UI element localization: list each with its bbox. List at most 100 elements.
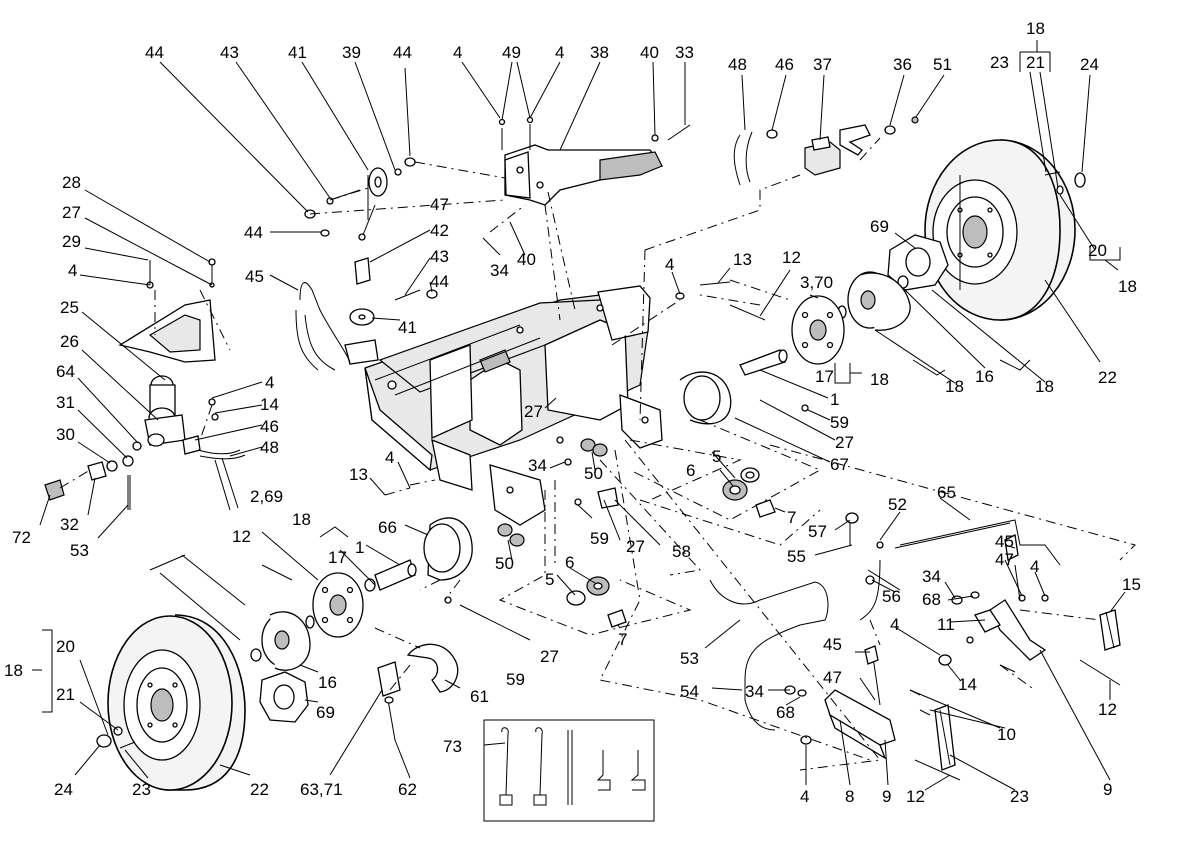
callout-21: 21	[56, 685, 75, 704]
callout-55: 55	[787, 547, 806, 566]
callout-50: 50	[495, 554, 514, 573]
callout-45: 45	[245, 267, 264, 286]
callout-39: 39	[342, 43, 361, 62]
callout-40: 40	[517, 250, 536, 269]
callout-43: 43	[430, 247, 449, 266]
callout-66: 66	[378, 518, 397, 537]
callout-38: 38	[590, 43, 609, 62]
bearing-set-right	[566, 467, 776, 628]
left-wheel-22	[96, 614, 309, 791]
callout-5: 5	[545, 570, 554, 589]
callout-45: 45	[823, 635, 842, 654]
springs-kit-73	[483, 719, 655, 822]
callout-12: 12	[782, 248, 801, 267]
callout-47: 47	[995, 550, 1014, 569]
callout-36: 36	[893, 55, 912, 74]
callout-56: 56	[882, 587, 901, 606]
callout-57: 57	[808, 522, 827, 541]
callout-9: 9	[882, 787, 891, 806]
callout-49: 49	[502, 43, 521, 62]
callout-18: 18	[4, 661, 23, 680]
callout-18: 18	[292, 510, 311, 529]
callout-62: 62	[398, 780, 417, 799]
callout-30: 30	[56, 425, 75, 444]
callout-47: 47	[430, 195, 449, 214]
callout-8: 8	[845, 787, 854, 806]
callout-13: 13	[733, 250, 752, 269]
callout-7: 7	[787, 508, 796, 527]
callout-46: 46	[260, 417, 279, 436]
callout-18: 18	[870, 370, 889, 389]
callout-63,71: 63,71	[300, 780, 343, 799]
callout-18: 18	[945, 377, 964, 396]
cable-45	[299, 282, 351, 363]
callout-68: 68	[776, 703, 795, 722]
callout-4: 4	[453, 43, 462, 62]
callout-61: 61	[470, 687, 489, 706]
callout-41: 41	[398, 318, 417, 337]
brake-pedal-assembly	[498, 116, 691, 206]
left-brake-assembly	[250, 517, 473, 741]
callout-14: 14	[260, 395, 279, 414]
callout-7: 7	[618, 630, 627, 649]
callout-4: 4	[265, 373, 274, 392]
callout-58: 58	[672, 542, 691, 561]
callout-65: 65	[937, 483, 956, 502]
callout-23: 23	[1010, 787, 1029, 806]
group-brackets	[32, 40, 1121, 713]
callout-23: 23	[990, 53, 1009, 72]
callout-18: 18	[1118, 277, 1137, 296]
callout-23: 23	[132, 780, 151, 799]
callout-22: 22	[1098, 368, 1117, 387]
callout-27: 27	[62, 203, 81, 222]
callout-44: 44	[430, 272, 449, 291]
callout-48: 48	[728, 55, 747, 74]
callout-9: 9	[1103, 780, 1112, 799]
callout-40: 40	[640, 43, 659, 62]
callout-14: 14	[958, 675, 977, 694]
callout-20: 20	[1088, 241, 1107, 260]
callout-18: 18	[1035, 377, 1054, 396]
callout-1: 1	[830, 390, 839, 409]
callout-12: 12	[232, 527, 251, 546]
callout-29: 29	[62, 232, 81, 251]
callout-67: 67	[830, 455, 849, 474]
reservoir-37	[733, 116, 919, 186]
callout-21: 21	[1026, 53, 1045, 72]
callout-37: 37	[813, 55, 832, 74]
callout-44: 44	[244, 223, 263, 242]
callout-34: 34	[490, 261, 509, 280]
alignment-lines	[59, 137, 1136, 771]
callout-4: 4	[800, 787, 809, 806]
callout-18: 18	[1026, 19, 1045, 38]
callout-34: 34	[922, 567, 941, 586]
callout-11: 11	[937, 615, 955, 634]
callout-27: 27	[524, 402, 543, 421]
callout-3,70: 3,70	[800, 273, 833, 292]
callout-26: 26	[60, 332, 79, 351]
callout-4: 4	[665, 255, 674, 274]
callout-25: 25	[60, 298, 79, 317]
callout-27: 27	[835, 433, 854, 452]
callout-43: 43	[220, 43, 239, 62]
callout-12: 12	[1098, 700, 1117, 719]
callout-41: 41	[288, 43, 307, 62]
center-bushings	[444, 436, 619, 604]
callout-31: 31	[56, 393, 75, 412]
callout-6: 6	[686, 461, 695, 480]
callout-51: 51	[933, 55, 952, 74]
callout-48: 48	[260, 438, 279, 457]
callout-33: 33	[675, 43, 694, 62]
right-wheel-22	[924, 139, 1086, 321]
callout-1: 1	[355, 538, 364, 557]
callout-52: 52	[888, 495, 907, 514]
callout-34: 34	[528, 456, 547, 475]
callout-59: 59	[506, 670, 525, 689]
callout-73: 73	[443, 737, 462, 756]
callout-10: 10	[997, 725, 1016, 744]
callout-13: 13	[349, 465, 368, 484]
callout-labels: 44 43 41 39 44 4 49 4 38 40 33 48 46 37 …	[4, 19, 1141, 806]
callout-34: 34	[745, 682, 764, 701]
callout-27: 27	[540, 647, 559, 666]
